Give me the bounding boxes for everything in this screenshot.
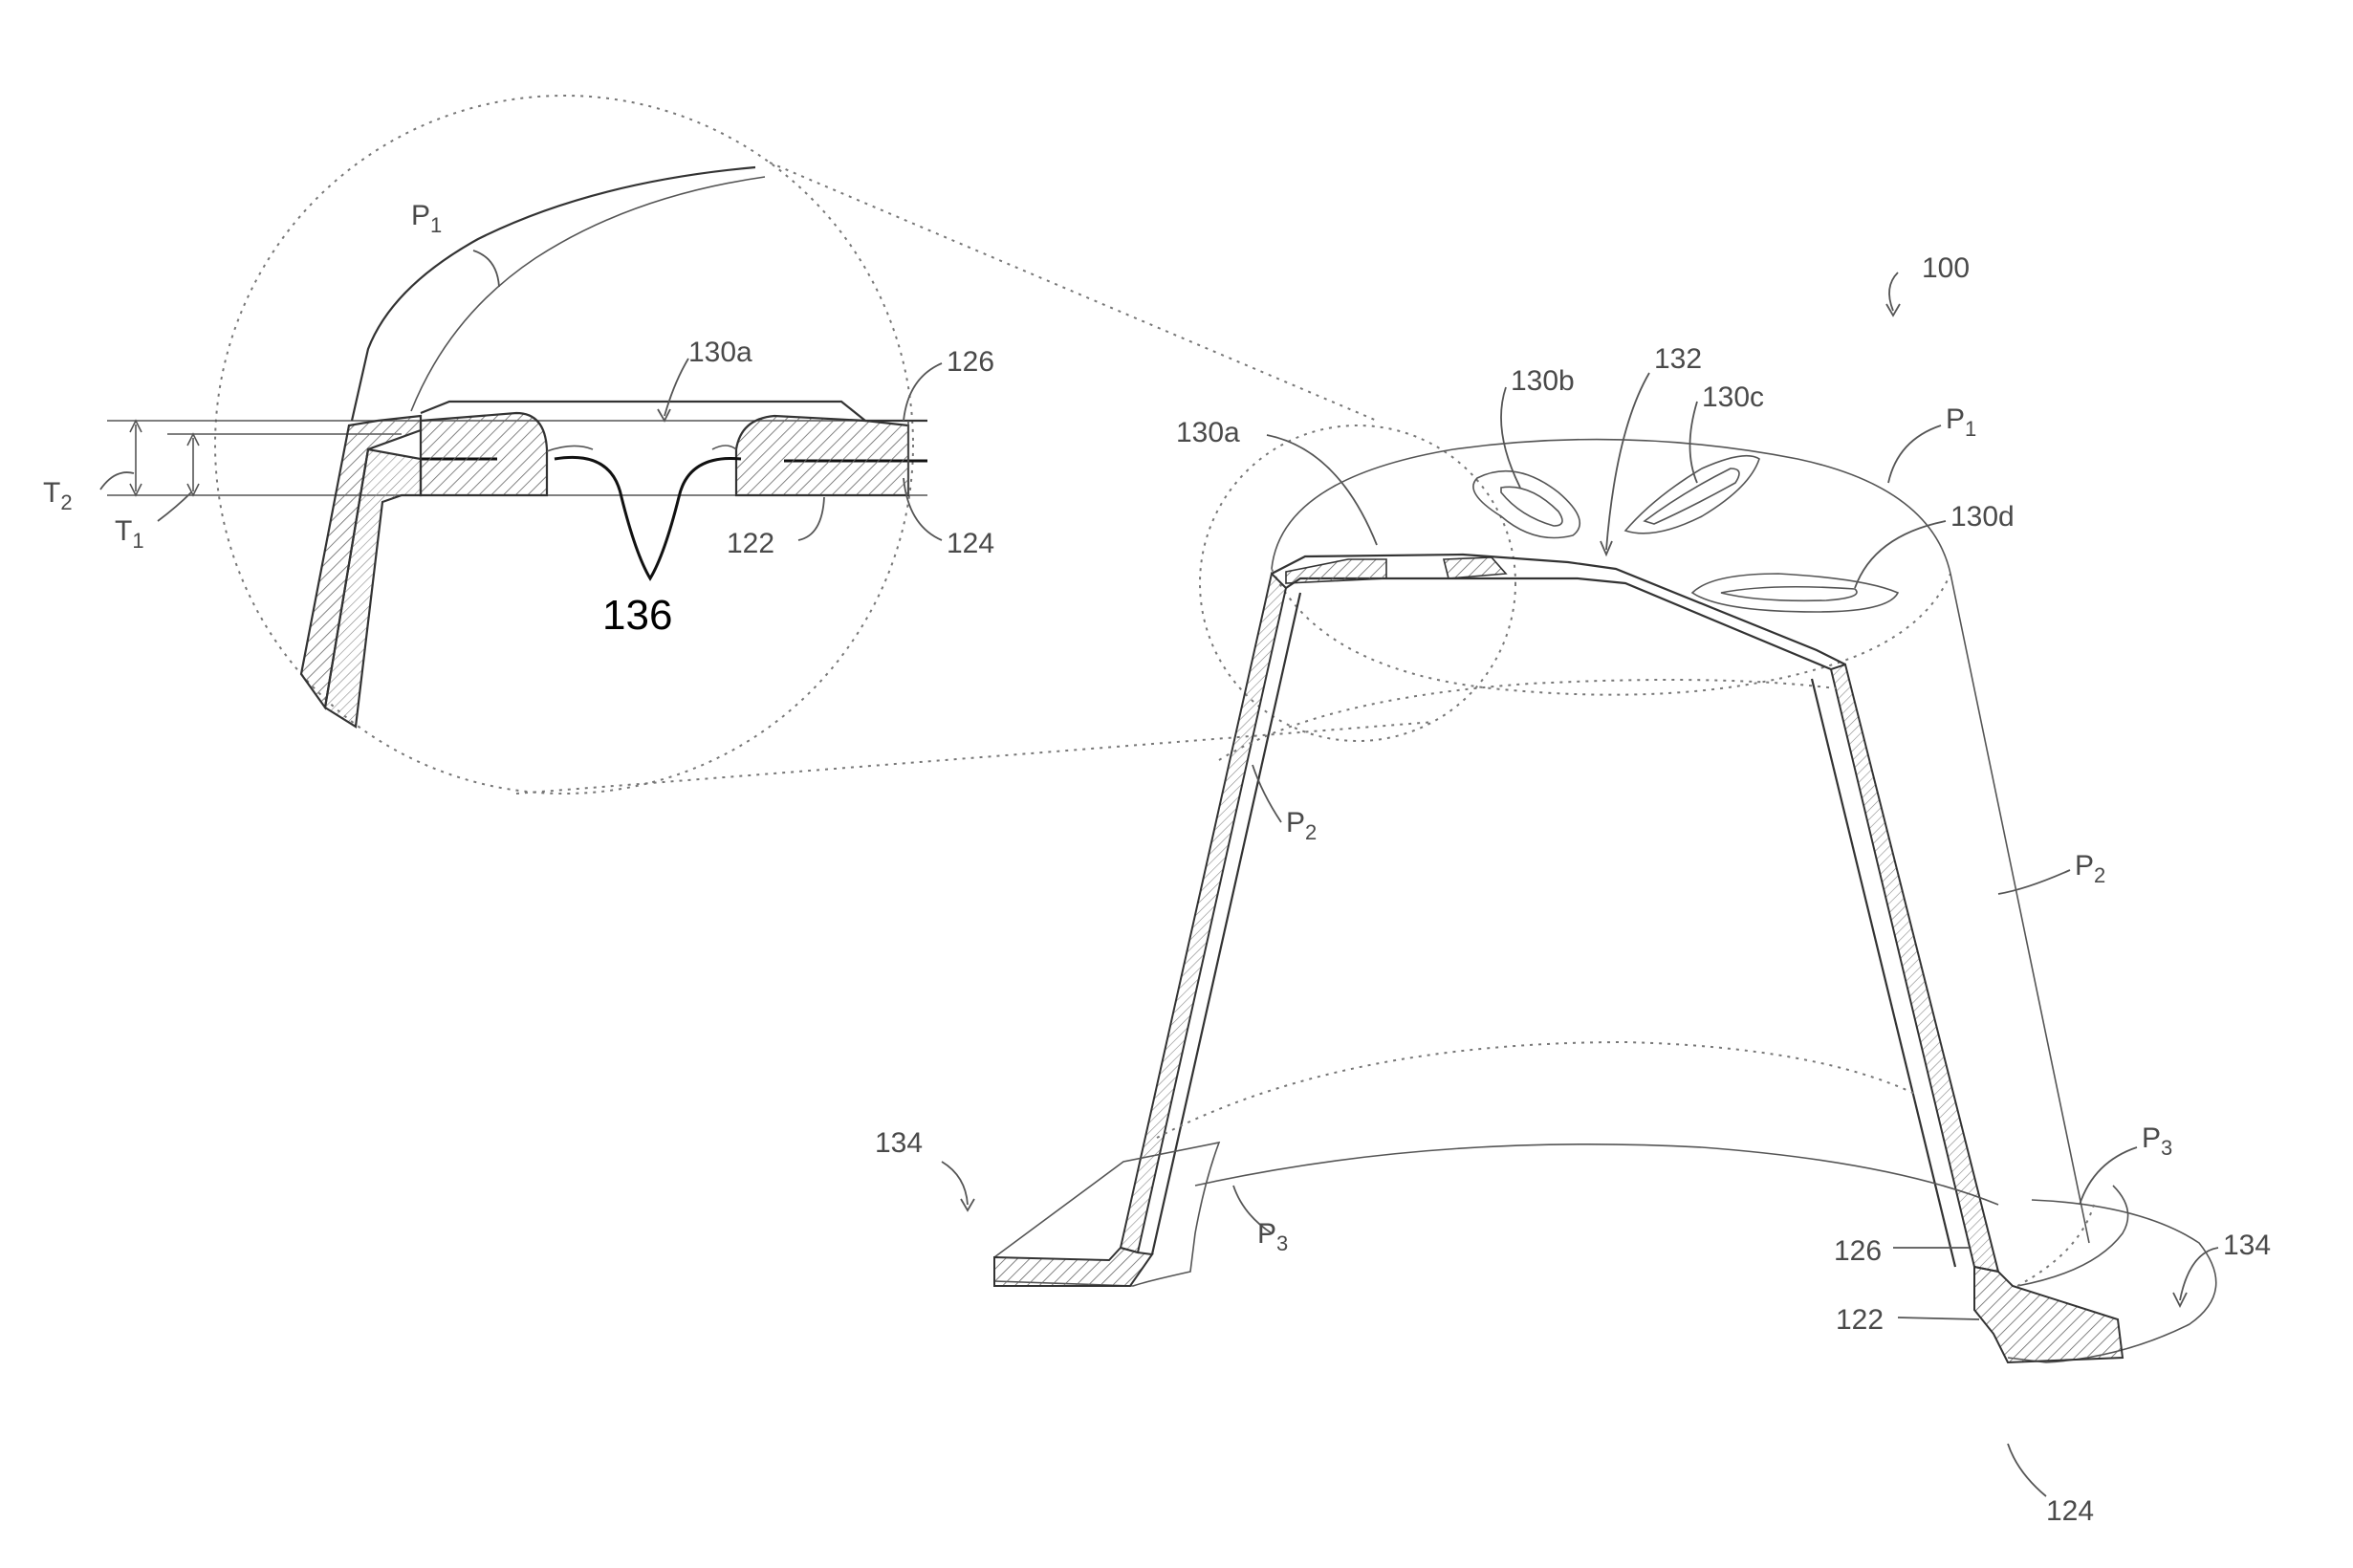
label-130b-main: 130b <box>1511 365 1575 397</box>
leader-p3-right <box>2080 1147 2137 1205</box>
leader-p1-main <box>1888 425 1941 483</box>
label-100: 100 <box>1922 252 1970 284</box>
leader-100 <box>1889 272 1898 311</box>
leader-p1-detail <box>473 250 499 287</box>
right-wall-cut <box>1831 664 1998 1272</box>
right-flange-cut <box>1974 1267 2123 1362</box>
label-132: 132 <box>1654 343 1702 375</box>
label-t2: T2 <box>43 477 73 514</box>
label-126-main: 126 <box>1834 1235 1882 1267</box>
projection-line-bottom <box>516 722 1434 794</box>
label-122-main: 122 <box>1836 1304 1884 1336</box>
label-t1: T1 <box>115 515 144 553</box>
leader-122-detail <box>798 497 824 540</box>
detail-core-layer-r <box>712 446 736 449</box>
leader-t1 <box>158 492 191 521</box>
label-p2-right: P2 <box>2075 850 2105 887</box>
leader-p2-left <box>1253 765 1281 822</box>
label-124-main: 124 <box>2046 1495 2094 1527</box>
top-plate-block-2 <box>1444 557 1506 578</box>
main-body <box>942 272 2218 1496</box>
labels: P1 130a 126 124 122 T2 T1 136 100 132 13… <box>43 200 2271 1527</box>
p3-curve-front <box>2017 1205 2094 1286</box>
top-plate-block-1 <box>1286 559 1386 583</box>
detail-upper-curve-inner <box>411 177 765 411</box>
label-130d-main: 130d <box>1950 501 2015 533</box>
leader-134-left <box>942 1162 968 1205</box>
left-flange-cut <box>994 1248 1152 1286</box>
label-134-left: 134 <box>875 1127 923 1159</box>
left-wall-inner <box>1152 593 1300 1254</box>
leader-130c-main <box>1690 402 1698 483</box>
label-124-detail: 124 <box>947 528 994 559</box>
detail-block-right <box>736 416 908 495</box>
label-130a-main: 130a <box>1176 417 1240 448</box>
detail-core-layer <box>547 446 593 451</box>
leader-130a-main <box>1267 435 1377 545</box>
p2-curve <box>1219 680 1836 760</box>
label-122-detail: 122 <box>727 528 774 559</box>
leader-134-right <box>2180 1248 2218 1300</box>
leader-122-main <box>1898 1318 1979 1319</box>
label-134-right: 134 <box>2223 1230 2271 1261</box>
p3-curve-back <box>1157 1042 1917 1138</box>
right-wall-inner <box>1812 679 1955 1267</box>
slot-130b <box>1473 471 1580 538</box>
leader-t2 <box>100 472 134 490</box>
t1-dimension <box>187 434 199 495</box>
pointer-136 <box>555 457 741 578</box>
label-p3-left: P3 <box>1257 1218 1288 1255</box>
label-p1-main: P1 <box>1946 403 1976 441</box>
label-p1-detail: P1 <box>411 200 442 237</box>
leader-p2-right <box>1998 870 2070 894</box>
label-p2-left: P2 <box>1286 807 1317 844</box>
leader-130a-detail <box>665 359 688 416</box>
label-126-detail: 126 <box>947 346 994 378</box>
t2-dimension <box>130 421 142 495</box>
leader-124-main <box>2008 1444 2046 1496</box>
left-wall-cut <box>1121 574 1286 1252</box>
label-p3-right: P3 <box>2142 1122 2172 1160</box>
leader-126-detail <box>904 363 942 421</box>
label-130a-detail: 130a <box>688 337 752 368</box>
label-130c-main: 130c <box>1702 381 1764 413</box>
projection-line-top <box>770 163 1377 421</box>
label-136: 136 <box>602 592 672 639</box>
detail-block-left <box>421 413 547 495</box>
base-front-curve <box>1195 1144 1998 1205</box>
leader-132 <box>1606 373 1649 550</box>
slot-130d <box>1692 574 1898 612</box>
right-silhouette <box>1950 574 2089 1243</box>
